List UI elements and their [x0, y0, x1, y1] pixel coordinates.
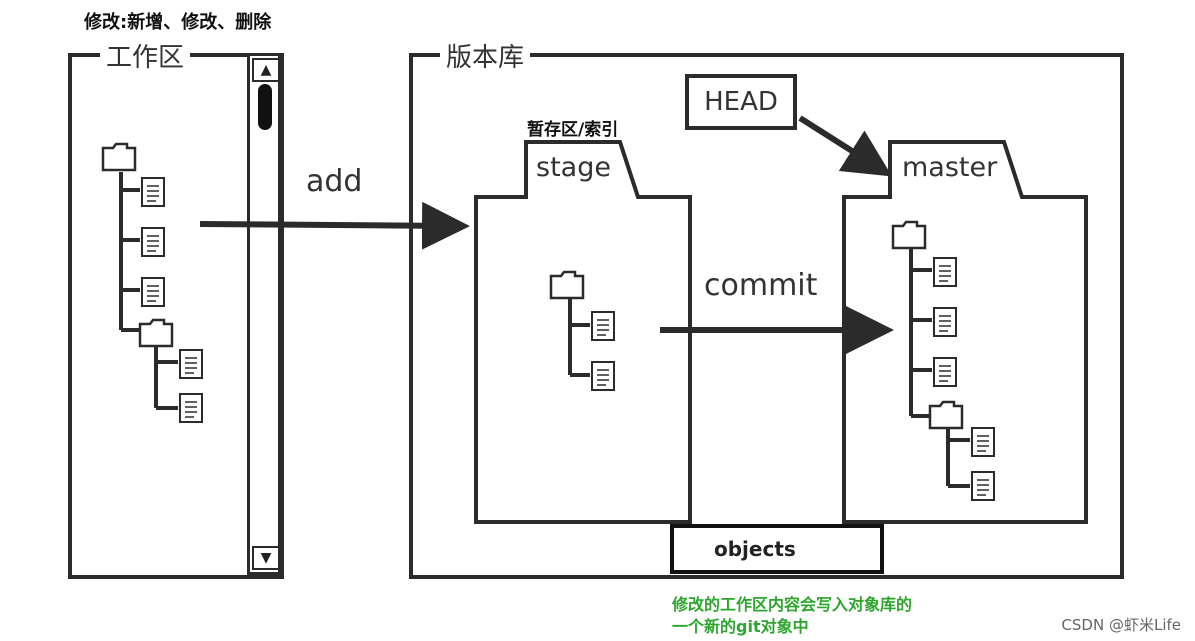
- stage-caption: 暂存区/索引: [527, 120, 619, 140]
- head-pointer: HEAD: [685, 74, 797, 130]
- objects-box: objects: [670, 524, 884, 574]
- change-types-note: 修改:新增、修改、删除: [84, 12, 272, 33]
- commit-action-label: commit: [704, 268, 818, 303]
- workspace-scrollbar[interactable]: ▲ ▼: [247, 53, 281, 575]
- master-tab-label: master: [902, 152, 998, 183]
- workspace-label: 工作区: [100, 37, 191, 74]
- watermark: CSDN @虾米Life: [1061, 616, 1181, 634]
- add-action-label: add: [306, 164, 363, 199]
- stage-tree: [549, 270, 615, 391]
- master-tree: [891, 220, 995, 501]
- repository-frame: [409, 53, 1124, 579]
- add-arrow: [199, 201, 470, 250]
- head-arrow: [798, 115, 893, 177]
- note-line-1: 修改的工作区内容会写入对象库的: [672, 595, 913, 614]
- object-write-note: 修改的工作区内容会写入对象库的 一个新的git对象中: [672, 594, 912, 638]
- scroll-up-icon[interactable]: ▲: [252, 58, 280, 82]
- scroll-thumb[interactable]: [258, 84, 272, 130]
- scroll-down-icon[interactable]: ▼: [252, 546, 280, 570]
- note-line-2: 一个新的git对象中: [672, 617, 809, 636]
- workspace-tree: [101, 142, 203, 423]
- repository-label: 版本库: [440, 37, 531, 74]
- stage-tab-label: stage: [536, 152, 611, 183]
